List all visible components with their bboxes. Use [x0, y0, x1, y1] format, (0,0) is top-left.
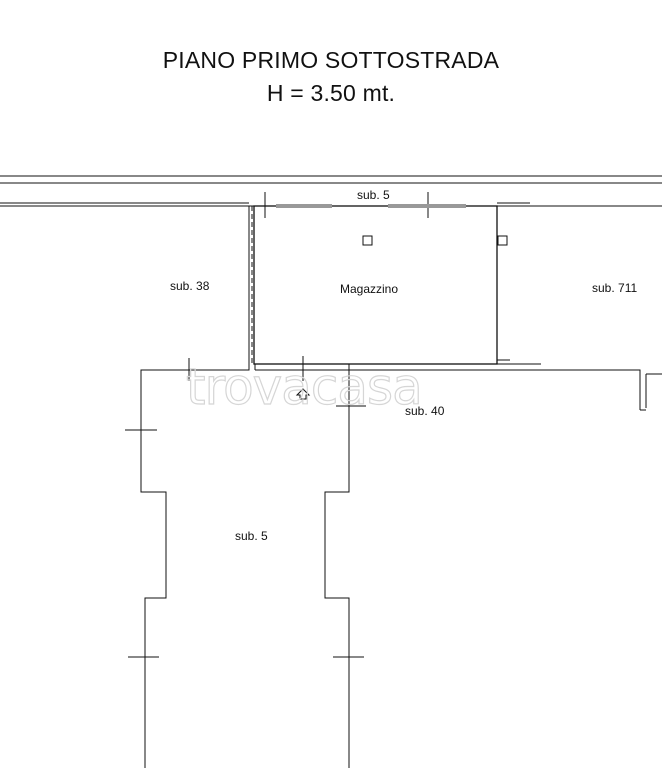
window-mark	[388, 204, 466, 208]
magazzino-walls	[253, 205, 498, 365]
sub5-lower-wall-right	[324, 370, 350, 768]
room-label-magazzino: Magazzino	[340, 282, 398, 296]
pillar-marker	[497, 235, 508, 246]
pillar-marker	[362, 235, 373, 246]
room-label-sub5-corridor: sub. 5	[357, 188, 390, 202]
entrance-arrow-icon	[295, 388, 311, 400]
plan-title: PIANO PRIMO SOTTOSTRADA	[162, 47, 500, 73]
room-label-sub40: sub. 40	[405, 404, 445, 418]
sub5-lower-wall-left	[140, 364, 250, 768]
window-mark	[276, 204, 332, 208]
plan-height: H = 3.50 mt.	[266, 80, 396, 106]
room-label-sub711: sub. 711	[592, 281, 637, 295]
sub40-boundary	[348, 364, 641, 410]
room-label-sub5-lower: sub. 5	[235, 529, 268, 543]
room-label-sub38: sub. 38	[170, 279, 210, 293]
watermark: trovacasa	[186, 358, 422, 416]
